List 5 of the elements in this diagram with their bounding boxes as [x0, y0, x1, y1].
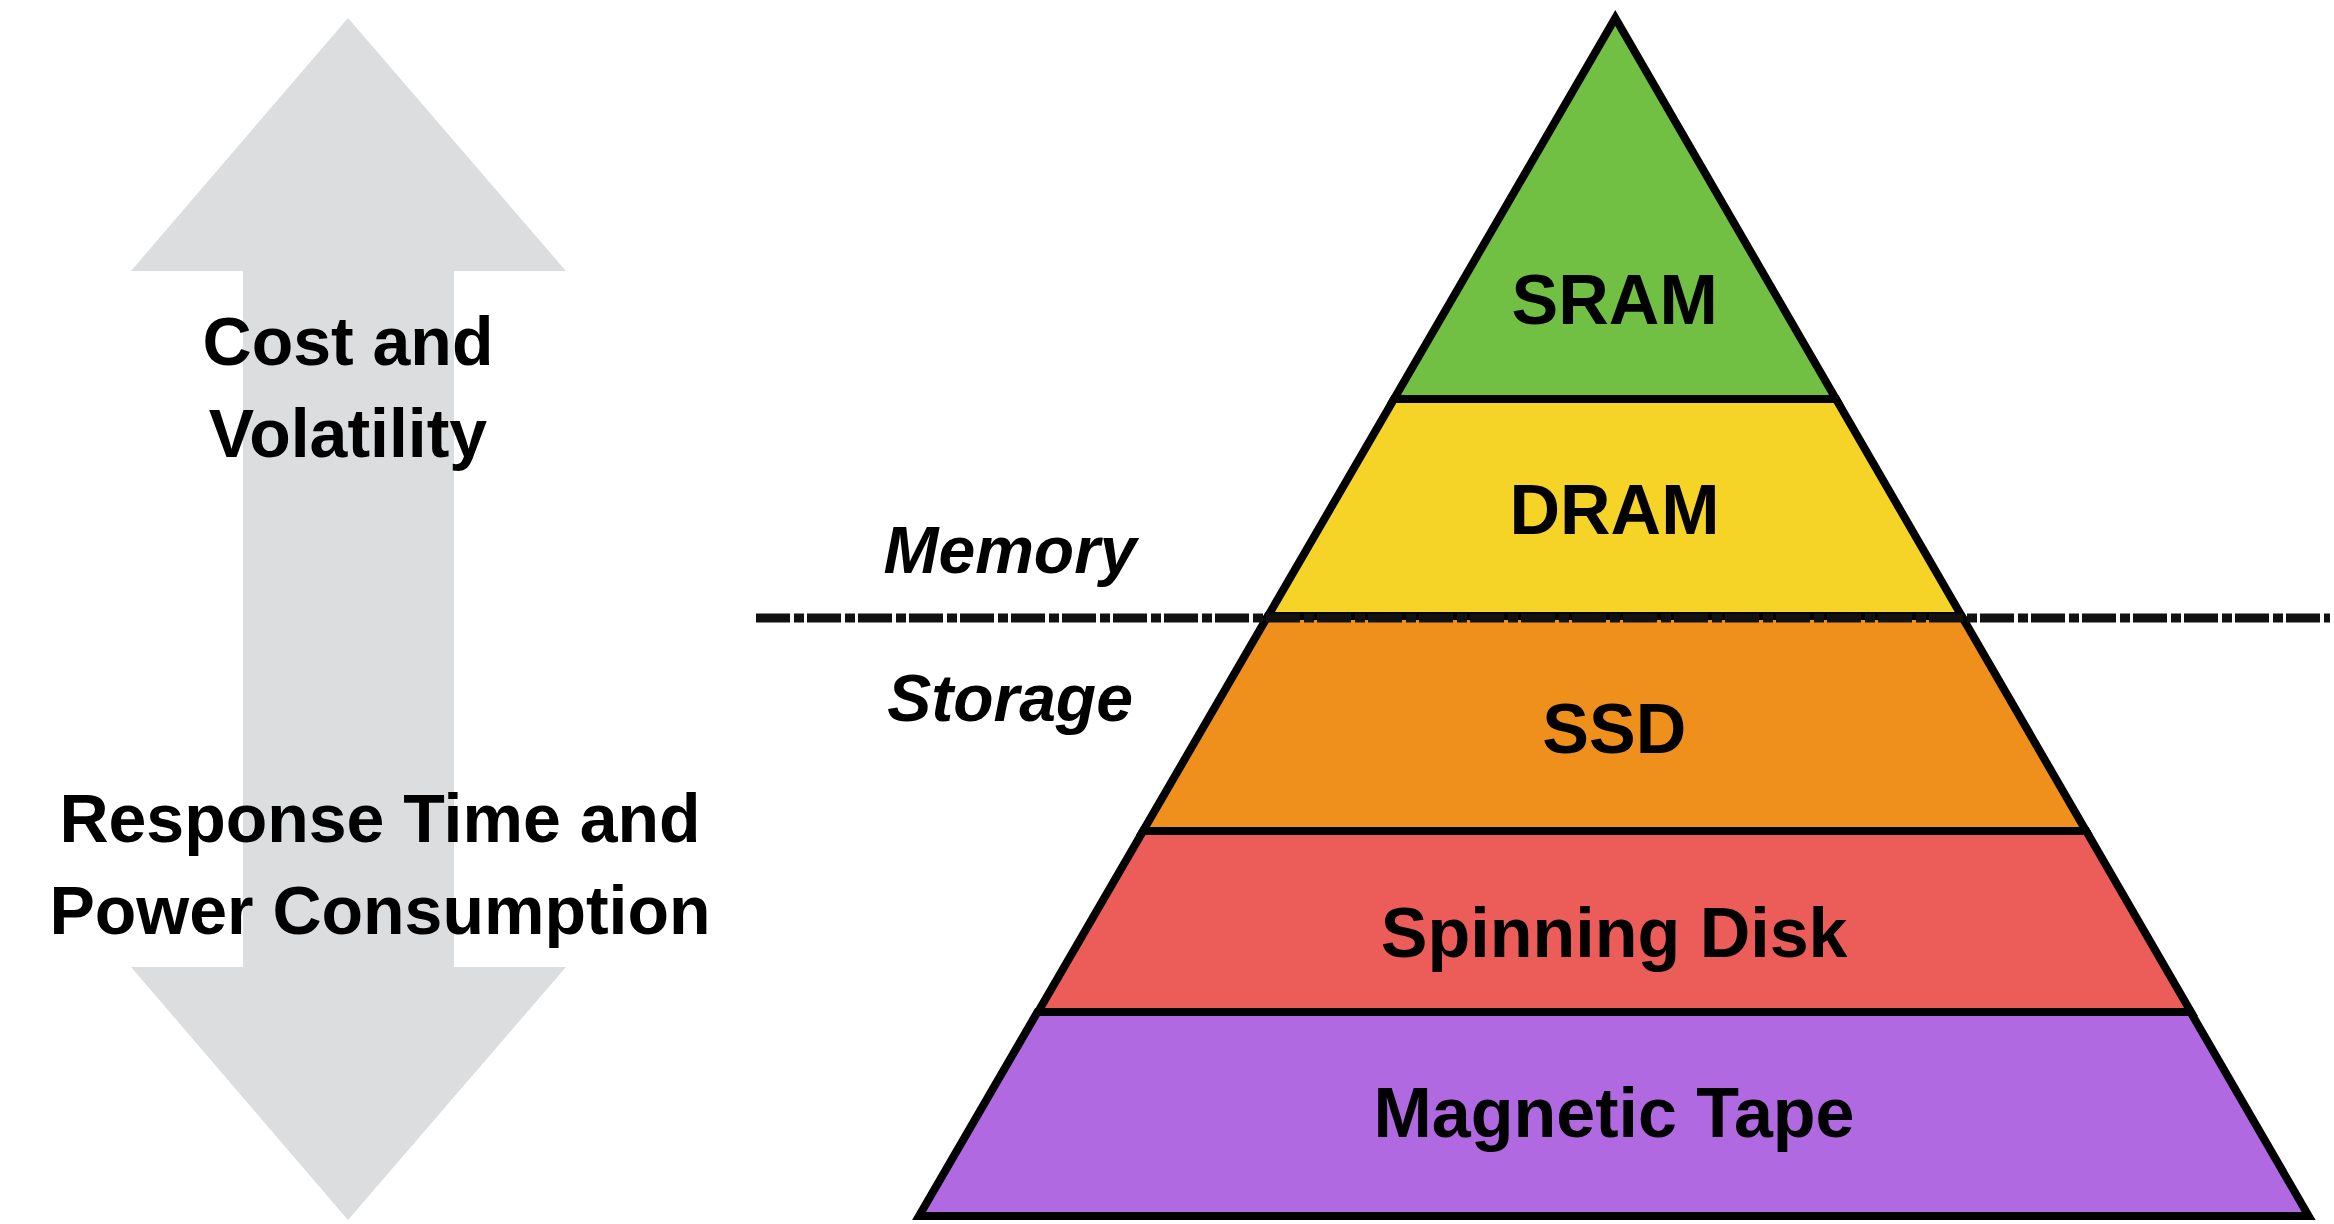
tier-label: SRAM [1511, 260, 1718, 340]
section-label: Storage [886, 660, 1134, 737]
axis-caption: Response Time and Power Consumption [48, 779, 712, 950]
section-label: Memory [882, 512, 1140, 589]
axis-caption: Cost and Volatility [201, 302, 495, 473]
